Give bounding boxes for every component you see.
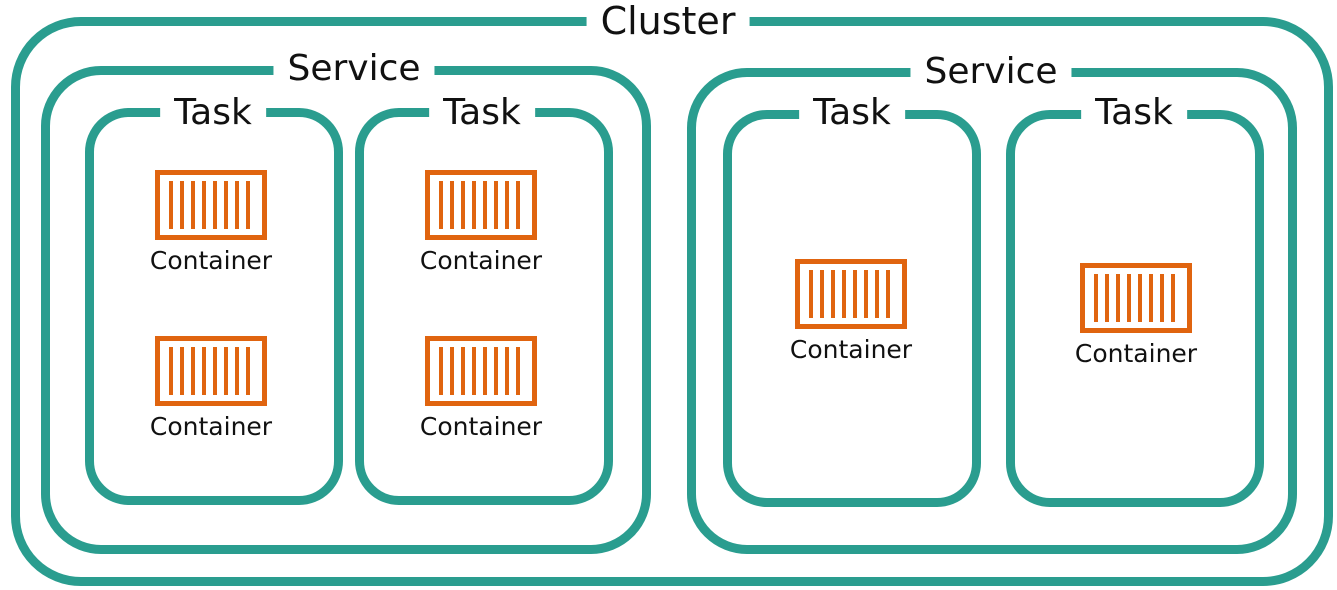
container-item: Container bbox=[411, 170, 551, 276]
shipping-container-icon bbox=[155, 336, 267, 406]
cluster-label: Cluster bbox=[586, 2, 750, 40]
container-label: Container bbox=[1074, 339, 1198, 368]
container-item: Container bbox=[411, 336, 551, 442]
shipping-container-icon bbox=[425, 170, 537, 240]
container-label: Container bbox=[419, 412, 543, 441]
service-label: Service bbox=[910, 54, 1072, 90]
shipping-container-icon bbox=[425, 336, 537, 406]
container-label: Container bbox=[149, 246, 273, 275]
task-label: Task bbox=[799, 95, 905, 131]
container-label: Container bbox=[789, 335, 913, 364]
container-item: Container bbox=[141, 170, 281, 276]
task-label: Task bbox=[429, 95, 535, 131]
shipping-container-icon bbox=[1080, 263, 1192, 333]
task-box bbox=[355, 108, 613, 505]
container-item: Container bbox=[1066, 263, 1206, 369]
task-label: Task bbox=[160, 95, 266, 131]
service-label: Service bbox=[273, 51, 435, 87]
shipping-container-icon bbox=[795, 259, 907, 329]
task-box bbox=[85, 108, 343, 505]
task-label: Task bbox=[1081, 95, 1187, 131]
container-label: Container bbox=[149, 412, 273, 441]
shipping-container-icon bbox=[155, 170, 267, 240]
container-item: Container bbox=[781, 259, 921, 365]
container-item: Container bbox=[141, 336, 281, 442]
container-label: Container bbox=[419, 246, 543, 275]
